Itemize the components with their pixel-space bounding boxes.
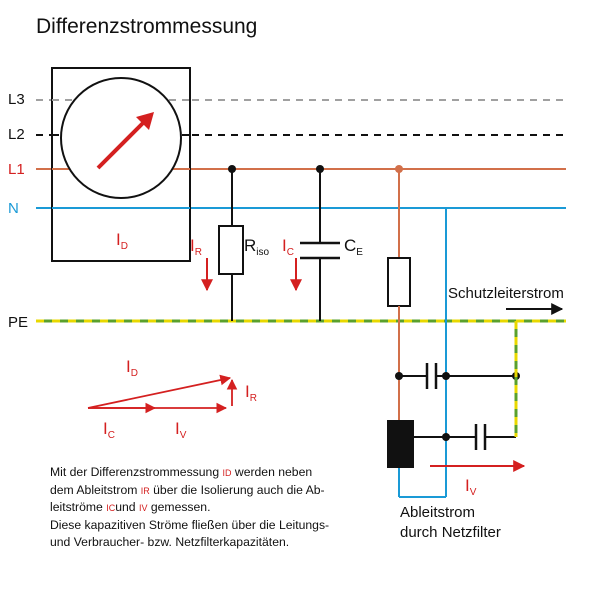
description-line: Mit der Differenzstrommessung ID werden … [50, 465, 312, 479]
ableitstrom-label-2: durch Netzfilter [400, 524, 501, 541]
l2-label: L2 [8, 126, 25, 143]
description-line: leitströme ICund IV gemessen. [50, 500, 210, 514]
insulation-resistance [218, 169, 244, 321]
ir-label: IR [190, 236, 202, 258]
n-label: N [8, 200, 19, 217]
description-line: Diese kapazitiven Ströme fließen über di… [50, 518, 329, 532]
filter-capacitor [395, 363, 520, 389]
l1-label: L1 [8, 161, 25, 178]
diagram-title: Differenzstrommessung [36, 15, 257, 38]
ic-label: IC [282, 236, 294, 258]
phasor-id-label: ID [126, 357, 138, 379]
ableitstrom-label: Ableitstrom [400, 504, 475, 521]
meter-dial-icon [60, 77, 182, 199]
phasor-diagram [87, 374, 238, 414]
schutzleiterstrom-label: Schutzleiterstrom [448, 285, 564, 302]
l3-label: L3 [8, 91, 25, 108]
ce-label: CE [344, 236, 363, 258]
meter-current-label: ID [116, 230, 128, 252]
iv-label: IV [465, 476, 477, 498]
phasor-ir-label: IR [245, 382, 257, 404]
meter-needle-icon [96, 114, 152, 170]
riso-label: Riso [244, 236, 270, 258]
line-filter [387, 169, 447, 498]
differential-current-meter [51, 67, 191, 262]
description-line: dem Ableitstrom IR über die Isolierung a… [50, 483, 325, 497]
earth-capacitance [300, 169, 340, 321]
description-text: Mit der Differenzstrommessung ID werden … [50, 465, 329, 549]
phasor-iv-label: IV [175, 419, 187, 441]
pe-label: PE [8, 314, 28, 331]
phasor-ic-label: IC [103, 419, 115, 441]
filter-capacitor [442, 424, 516, 450]
phasor-id-arrow [87, 374, 232, 409]
description-line: und Verbraucher- bzw. Netzfilterkapazitä… [50, 535, 289, 549]
